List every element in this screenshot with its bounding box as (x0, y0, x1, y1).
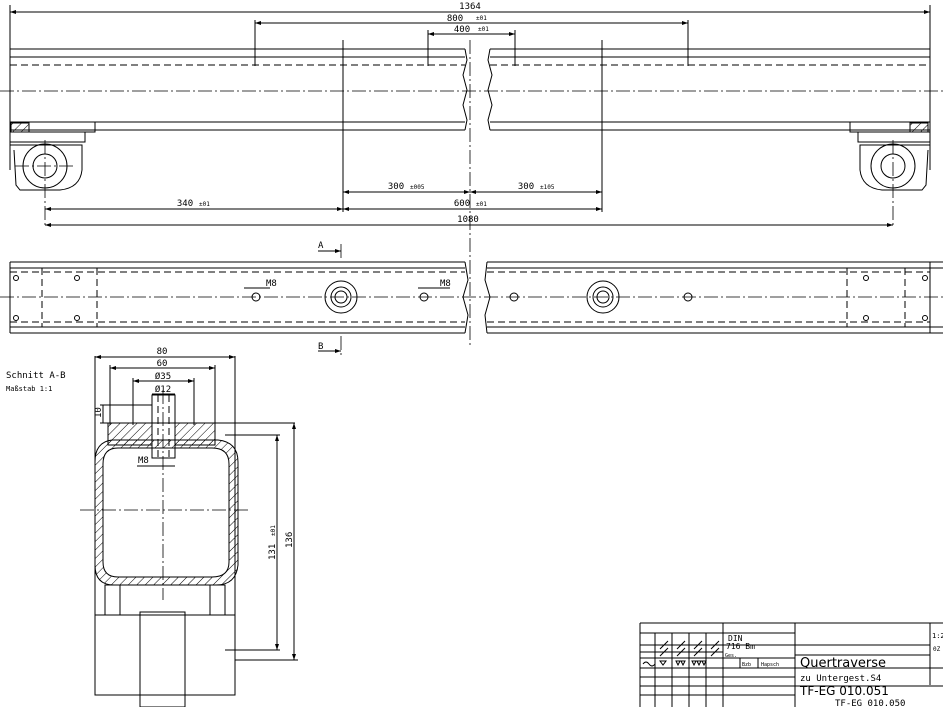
svg-text:0Z: 0Z (933, 646, 941, 653)
hole (509, 292, 519, 302)
svg-text:1080: 1080 (457, 215, 479, 225)
svg-text:DIN: DIN (728, 634, 743, 643)
svg-text:300: 300 (388, 182, 404, 192)
svg-text:136: 136 (285, 532, 295, 548)
pivot-boss-left (324, 280, 358, 314)
plan-view: M8 M8 A B (0, 241, 943, 358)
svg-text:M8: M8 (440, 279, 451, 289)
pivot-boss-right (586, 280, 620, 314)
svg-text:B: B (318, 342, 323, 352)
svg-text:400: 400 (454, 25, 470, 35)
drawing-title: Quertraverse (800, 656, 886, 671)
svg-text:±01: ±01 (199, 201, 210, 208)
svg-text:716 Bm: 716 Bm (726, 642, 755, 651)
svg-text:600: 600 (454, 199, 470, 209)
dimension-80: 80 (95, 347, 235, 359)
svg-text:±105: ±105 (540, 184, 555, 191)
section-marker-b: B (318, 336, 342, 358)
dimension-300-left: 300 ±005 (343, 182, 470, 194)
hole (683, 292, 693, 302)
dimension-d12: Ø12 (152, 384, 175, 395)
dimension-600: 600 ±01 (343, 199, 602, 211)
svg-text:Bzb: Bzb (742, 662, 751, 668)
dimension-400: 400 ±01 (428, 25, 515, 36)
section-title: Schnitt A-B (6, 371, 66, 381)
svg-text:300: 300 (518, 182, 534, 192)
thread-hole-m8-right: M8 (418, 279, 451, 302)
svg-text:800: 800 (447, 14, 463, 24)
section-view: Schnitt A-B Maßstab 1:1 80 60 Ø35 Ø12 10 (6, 347, 298, 707)
svg-text:±01: ±01 (478, 26, 489, 33)
section-marker-a: A (318, 241, 342, 258)
dimension-1364: 1364 (10, 2, 930, 14)
svg-text:80: 80 (157, 347, 168, 357)
svg-text:10: 10 (94, 407, 104, 418)
svg-text:60: 60 (157, 359, 168, 369)
dimension-131: 131 ±01 (268, 435, 279, 650)
dimension-340: 340 ±01 (45, 199, 343, 211)
section-scale: Maßstab 1:1 (6, 385, 52, 393)
svg-text:±01: ±01 (270, 525, 277, 536)
right-roller-bracket (849, 121, 931, 225)
svg-text:M8: M8 (266, 279, 277, 289)
drawing-number: TF-EG 010.051 (799, 684, 889, 698)
svg-text:±01: ±01 (476, 15, 487, 22)
thread-hole-m8-left: M8 (244, 279, 277, 302)
dimension-10: 10 (94, 404, 152, 423)
surface-symbols (642, 640, 720, 667)
dimension-d35: Ø35 (132, 371, 195, 425)
svg-text:±01: ±01 (476, 201, 487, 208)
svg-text:Ges.: Ges. (725, 653, 737, 659)
replaces-drawing-number: TF-EG 010.050 (835, 699, 905, 707)
svg-text:Ø12: Ø12 (155, 384, 171, 395)
thread-m8-label: M8 (137, 456, 175, 467)
dimension-300-right: 300 ±105 (470, 182, 602, 194)
corner-holes (13, 275, 928, 321)
svg-text:Ø35: Ø35 (155, 371, 171, 382)
svg-text:A: A (318, 241, 324, 251)
svg-text:M8: M8 (138, 456, 149, 466)
drawing-subtitle: zu Untergest.S4 (800, 674, 881, 684)
svg-text:340: 340 (177, 199, 193, 209)
svg-text:1364: 1364 (459, 2, 481, 12)
svg-text:131: 131 (268, 544, 278, 560)
dimension-60: 60 (109, 359, 216, 425)
left-roller-bracket (9, 121, 96, 225)
svg-text:1:2: 1:2 (932, 632, 943, 640)
svg-text:±005: ±005 (410, 184, 425, 191)
svg-text:Hapsch: Hapsch (761, 662, 779, 668)
dimension-800: 800 ±01 (255, 14, 688, 25)
dimension-1080: 1080 (45, 215, 893, 227)
dimension-136: 136 (285, 423, 296, 660)
title-block: DIN 716 Bm Ges. Bzb Hapsch Quertraverse … (639, 622, 943, 707)
front-view: 1364 800 ±01 400 ±01 (0, 2, 943, 345)
